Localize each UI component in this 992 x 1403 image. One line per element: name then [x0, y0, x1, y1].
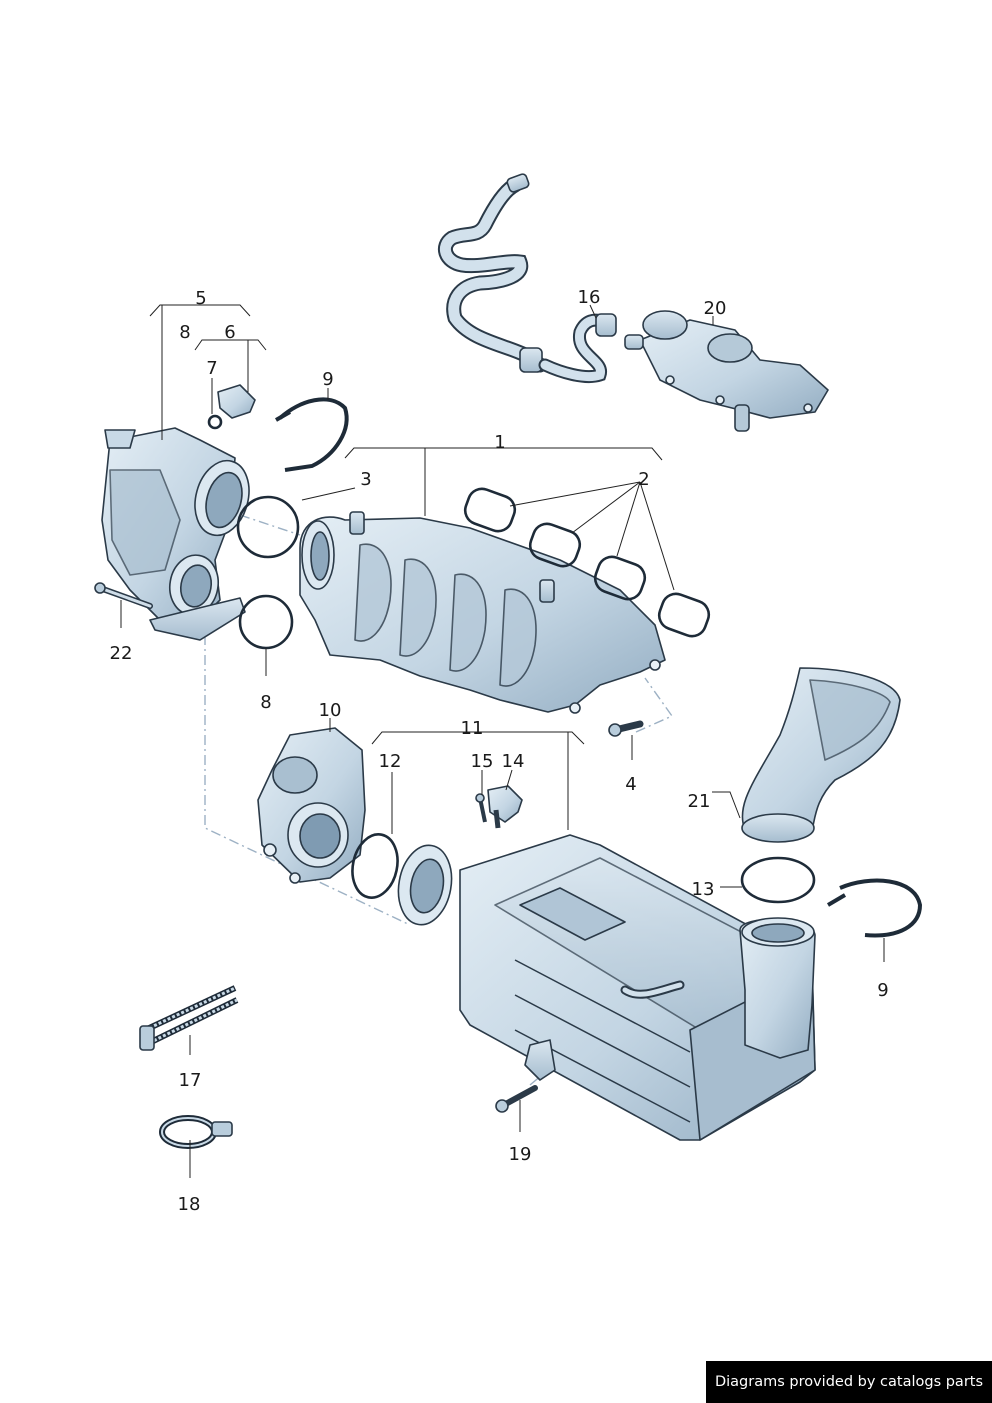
intercooler-part-11 — [397, 834, 816, 1141]
callout-numbers: 5 8 6 7 9 1 3 2 16 20 22 8 10 11 12 15 1… — [110, 287, 889, 1215]
hose-clip-part-18 — [159, 1115, 233, 1149]
o-ring-part-13 — [740, 856, 816, 904]
bolt-part-19 — [495, 1085, 538, 1113]
callout-16: 16 — [578, 287, 601, 308]
callout-22: 22 — [110, 643, 133, 664]
callout-9-top: 9 — [322, 369, 333, 390]
cable-ties-part-17 — [139, 985, 239, 1051]
callout-1: 1 — [494, 432, 505, 453]
callout-3: 3 — [360, 469, 371, 490]
callout-13: 13 — [692, 879, 715, 900]
callout-5: 5 — [195, 288, 206, 309]
screw-part-15 — [475, 793, 487, 823]
callout-7: 7 — [206, 358, 217, 379]
callout-10: 10 — [319, 700, 342, 721]
intake-pipe-part-5 — [101, 427, 250, 641]
air-duct-part-21 — [741, 667, 901, 843]
breather-hose-part-16 — [438, 173, 617, 384]
throttle-body-part-10 — [257, 727, 366, 884]
breather-valve-part-20 — [624, 310, 829, 432]
callout-21: 21 — [688, 791, 711, 812]
callout-2: 2 — [638, 469, 649, 490]
callout-4: 4 — [625, 774, 636, 795]
o-ring-part-3 — [236, 495, 300, 559]
callout-11: 11 — [461, 718, 484, 739]
assembly-lines — [204, 514, 674, 1086]
callout-8-top: 8 — [179, 322, 190, 343]
o-ring-part-8 — [238, 594, 294, 650]
sensor-part-6 — [207, 384, 256, 430]
leader-lines — [120, 304, 885, 1178]
attribution-banner: Diagrams provided by catalogs parts — [706, 1361, 992, 1403]
attribution-text: Diagrams provided by catalogs parts — [714, 1374, 984, 1390]
callout-14: 14 — [502, 751, 525, 772]
manifold-gaskets-part-2 — [463, 487, 711, 638]
callout-17: 17 — [179, 1070, 202, 1091]
bolt-part-22 — [94, 582, 153, 609]
callout-8-bottom: 8 — [260, 692, 271, 713]
screw-part-4 — [608, 720, 644, 737]
o-ring-part-12 — [351, 833, 399, 899]
callout-18: 18 — [178, 1194, 201, 1215]
callout-9-bottom: 9 — [877, 980, 888, 1001]
callout-12: 12 — [379, 751, 402, 772]
callout-15: 15 — [471, 751, 494, 772]
clamp-part-9-lower — [826, 878, 923, 938]
callout-19: 19 — [509, 1144, 532, 1165]
sensor-part-14 — [487, 785, 523, 829]
callout-20: 20 — [704, 298, 727, 319]
callout-6: 6 — [224, 322, 235, 343]
clamp-part-9-upper — [275, 397, 349, 472]
intake-manifold-part-1 — [299, 511, 666, 714]
